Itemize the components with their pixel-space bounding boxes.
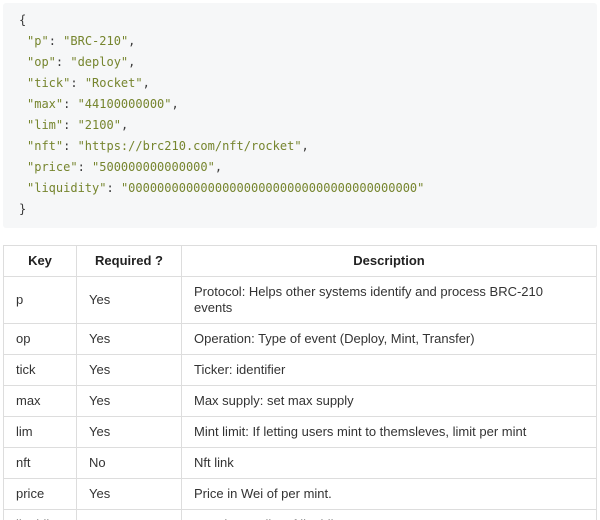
code-line: "nft": "https://brc210.com/nft/rocket",: [27, 139, 309, 153]
col-header-description: Description: [181, 245, 597, 277]
json-value: "deploy": [70, 55, 129, 69]
code-line: "lim": "2100",: [27, 118, 129, 132]
required-cell: Yes: [76, 478, 182, 510]
code-line: "op": "deploy",: [27, 55, 136, 69]
description-cell: Max supply: set max supply: [181, 385, 597, 417]
json-key: "tick": [27, 76, 71, 90]
json-value: "Rocket": [84, 76, 143, 90]
close-brace: }: [19, 202, 27, 216]
key-cell: p: [3, 276, 77, 324]
required-cell: No: [76, 447, 182, 479]
table-row: max Yes Max supply: set max supply: [3, 385, 597, 417]
table-header-row: Key Required ? Description: [3, 245, 597, 277]
table-row: op Yes Operation: Type of event (Deploy,…: [3, 323, 597, 355]
code-line: "price": "500000000000000",: [27, 160, 223, 174]
json-key: "max": [27, 97, 64, 111]
table-row: liquidity Yes Receiver wallet of liquidi…: [3, 509, 597, 520]
open-brace: {: [19, 13, 27, 27]
spec-table: Key Required ? Description p Yes Protoco…: [3, 245, 597, 520]
code-line: "p": "BRC-210",: [27, 34, 136, 48]
table-row: tick Yes Ticker: identifier: [3, 354, 597, 386]
description-cell: Operation: Type of event (Deploy, Mint, …: [181, 323, 597, 355]
table-row: lim Yes Mint limit: If letting users min…: [3, 416, 597, 448]
required-cell: Yes: [76, 323, 182, 355]
key-cell: liquidity: [3, 509, 77, 520]
required-cell: Yes: [76, 416, 182, 448]
json-value: "44100000000": [77, 97, 172, 111]
json-key: "lim": [27, 118, 64, 132]
required-cell: Yes: [76, 276, 182, 324]
key-cell: price: [3, 478, 77, 510]
col-header-key: Key: [3, 245, 77, 277]
table-row: nft No Nft link: [3, 447, 597, 479]
json-key: "liquidity": [27, 181, 107, 195]
json-value: "BRC-210": [63, 34, 129, 48]
json-key: "nft": [27, 139, 64, 153]
code-line: "max": "44100000000",: [27, 97, 179, 111]
key-cell: tick: [3, 354, 77, 386]
col-header-required: Required ?: [76, 245, 182, 277]
table-row: price Yes Price in Wei of per mint.: [3, 478, 597, 510]
json-key: "p": [27, 34, 49, 48]
json-key: "op": [27, 55, 56, 69]
description-cell: Receiver wallet of liquidity.: [181, 509, 597, 520]
json-key: "price": [27, 160, 78, 174]
description-cell: Protocol: Helps other systems identify a…: [181, 276, 597, 324]
code-line: {: [19, 10, 581, 31]
code-line: "liquidity": "00000000000000000000000000…: [27, 181, 425, 195]
required-cell: Yes: [76, 354, 182, 386]
description-cell: Mint limit: If letting users mint to the…: [181, 416, 597, 448]
key-cell: nft: [3, 447, 77, 479]
json-value: "2100": [77, 118, 121, 132]
required-cell: Yes: [76, 509, 182, 520]
required-cell: Yes: [76, 385, 182, 417]
json-value: "000000000000000000000000000000000000000…: [120, 181, 425, 195]
key-cell: op: [3, 323, 77, 355]
json-value-url: "https://brc210.com/nft/rocket": [77, 139, 302, 153]
description-cell: Price in Wei of per mint.: [181, 478, 597, 510]
code-block: { "p": "BRC-210", "op": "deploy", "tick"…: [3, 3, 597, 228]
description-cell: Ticker: identifier: [181, 354, 597, 386]
key-cell: lim: [3, 416, 77, 448]
description-cell: Nft link: [181, 447, 597, 479]
code-line: "tick": "Rocket",: [27, 76, 150, 90]
json-value: "500000000000000": [92, 160, 215, 174]
code-line: }: [19, 199, 581, 220]
key-cell: max: [3, 385, 77, 417]
table-row: p Yes Protocol: Helps other systems iden…: [3, 276, 597, 324]
